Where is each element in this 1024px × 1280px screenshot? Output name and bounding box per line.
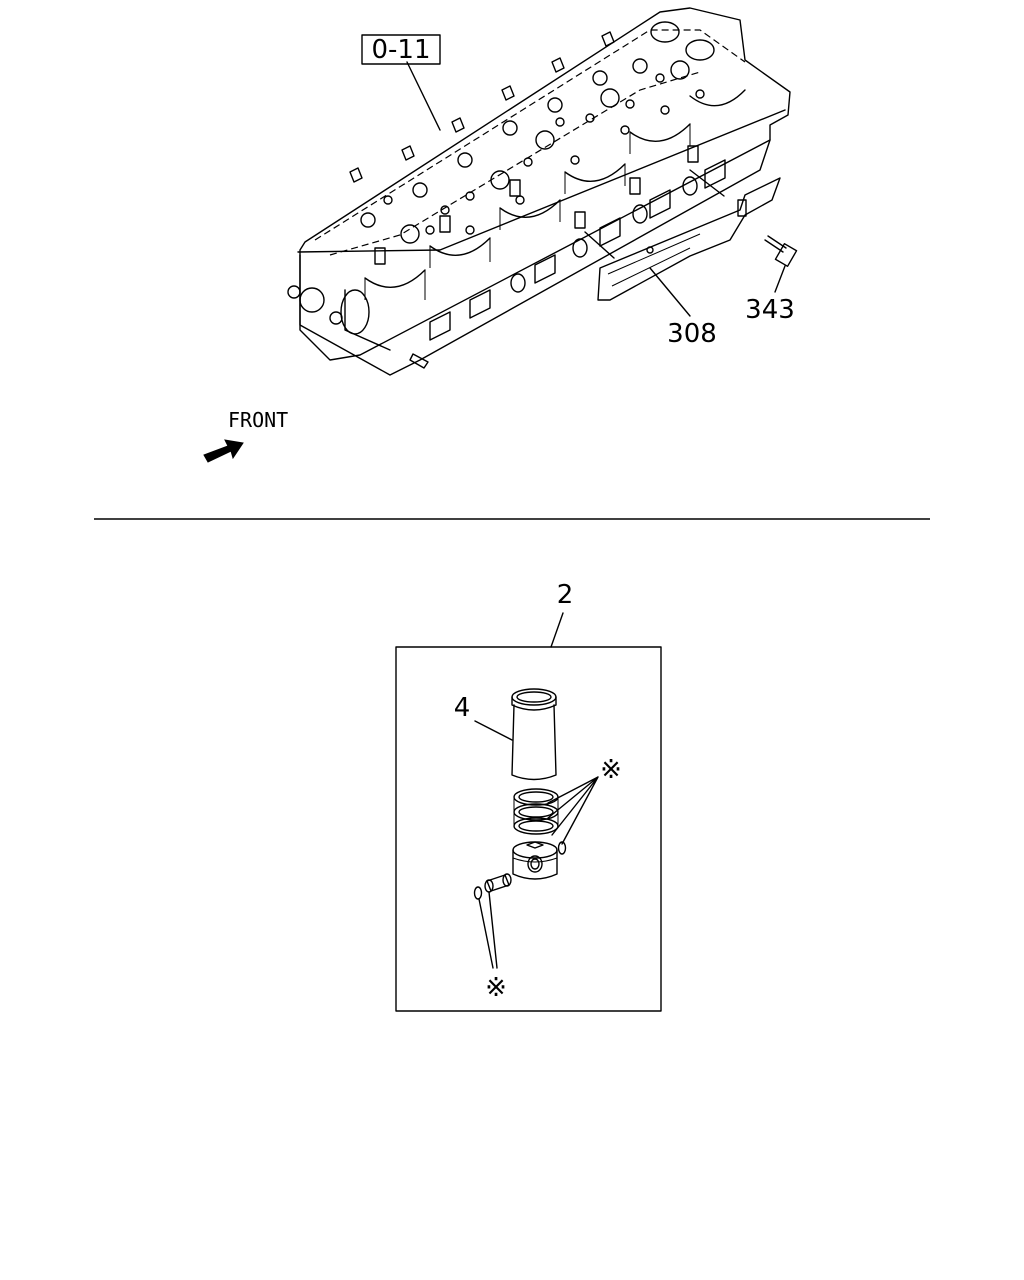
callout-4: 4 xyxy=(454,693,471,723)
cylinder-liner-4 xyxy=(511,688,557,781)
leaders-star-bottom xyxy=(478,891,498,969)
front-arrow-icon xyxy=(203,439,244,463)
leader-308 xyxy=(649,267,691,317)
leaders-star-top xyxy=(547,776,599,845)
leader-4 xyxy=(474,720,513,741)
piston-pin xyxy=(484,873,512,893)
leader-0-11 xyxy=(406,61,441,131)
cylinder-block-illustration xyxy=(287,7,791,376)
callout-2: 2 xyxy=(557,580,574,610)
piston-rings xyxy=(513,788,559,835)
bolt-343 xyxy=(764,235,798,267)
front-label: FRONT xyxy=(228,408,288,432)
group-ref-box xyxy=(361,34,441,65)
deck-holes xyxy=(360,58,705,244)
shield-plate-308 xyxy=(597,177,781,301)
callout-star-bottom: ※ xyxy=(485,973,507,1003)
piston xyxy=(512,841,558,880)
leader-343 xyxy=(774,265,786,293)
group-ref-label: 0-11 xyxy=(371,35,430,65)
oil-ring-expander xyxy=(557,841,567,855)
leader-308-b xyxy=(689,169,725,197)
callout-343: 343 xyxy=(745,295,795,325)
leader-308-a xyxy=(584,231,615,259)
snap-ring xyxy=(473,886,483,900)
callout-308: 308 xyxy=(667,319,717,349)
kit-frame xyxy=(395,646,662,1012)
callout-star-top: ※ xyxy=(600,755,622,785)
leader-2 xyxy=(550,612,564,648)
